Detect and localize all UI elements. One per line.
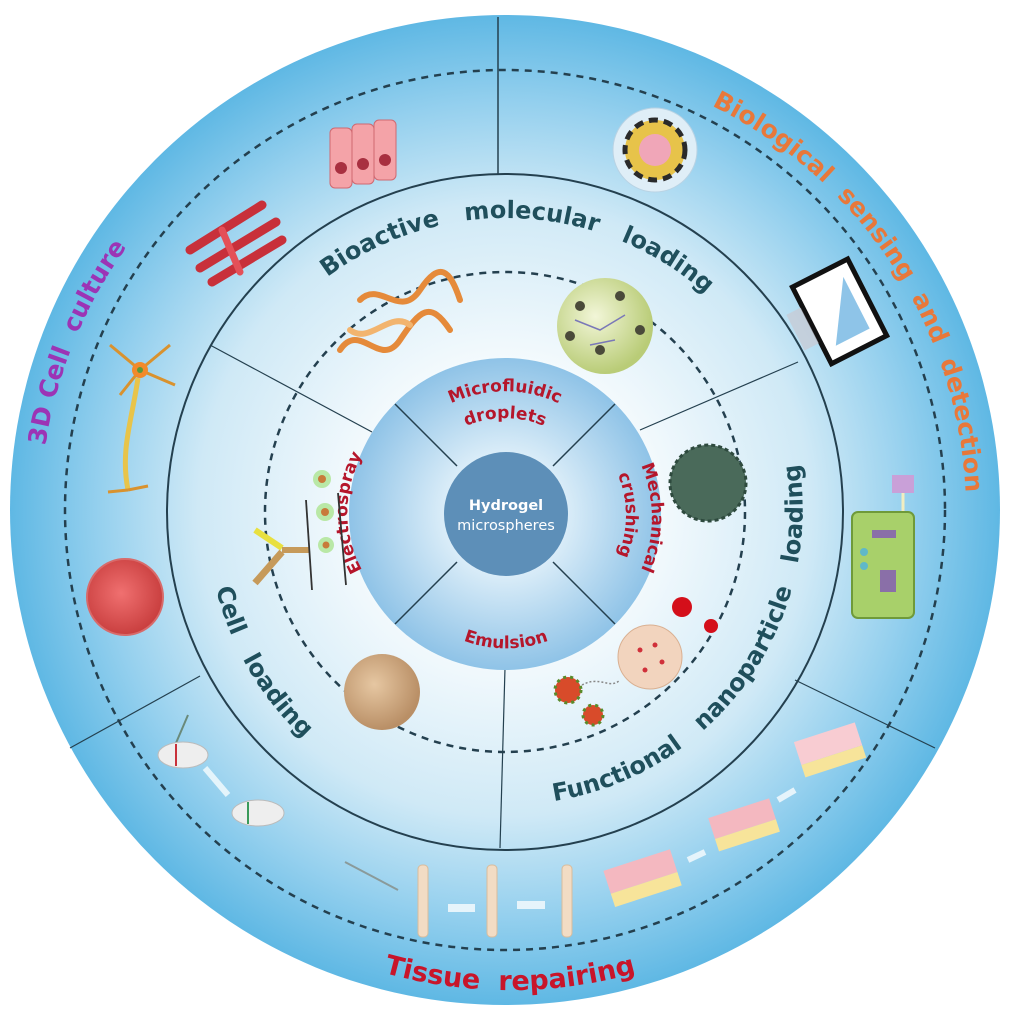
method-divider	[552, 561, 616, 625]
cell-laden-sphere-illustration	[344, 654, 420, 730]
core-label-line2: microspheres	[457, 518, 555, 534]
nanocarrier-illustration	[612, 107, 698, 193]
particle-network-illustration	[557, 278, 653, 374]
spheroid-illustration	[86, 558, 164, 636]
method-divider	[394, 403, 458, 467]
circuit-chip-illustration	[851, 475, 915, 619]
loading-dashed-ring	[263, 270, 747, 754]
divider-left	[69, 675, 201, 749]
method-divider	[394, 561, 458, 625]
protein-illustration	[337, 268, 463, 353]
antibody-microspheres-illustration	[252, 470, 347, 591]
core-circle	[444, 452, 568, 576]
divider-mid-right	[639, 361, 799, 431]
application-dashed-ring	[63, 68, 947, 952]
method-divider	[552, 403, 616, 467]
divider-mid-bottom	[499, 667, 506, 849]
virus-particle-illustration	[668, 443, 748, 523]
divider-mid-left	[209, 344, 373, 433]
drug-release-illustration	[553, 597, 718, 727]
loading-ring-boundary	[166, 173, 844, 851]
core-label-line1: Hydrogel	[469, 498, 543, 514]
neuron-illustration	[107, 343, 176, 494]
bone-repair-illustration	[344, 861, 573, 938]
epithelial-cells-illustration	[329, 119, 397, 189]
skin-repair-illustration	[603, 722, 867, 908]
muscle-fibers-illustration	[185, 200, 287, 287]
syringe-tubes-illustration	[157, 714, 285, 827]
divider-right	[794, 679, 936, 749]
tablet-chart-illustration	[786, 255, 891, 368]
